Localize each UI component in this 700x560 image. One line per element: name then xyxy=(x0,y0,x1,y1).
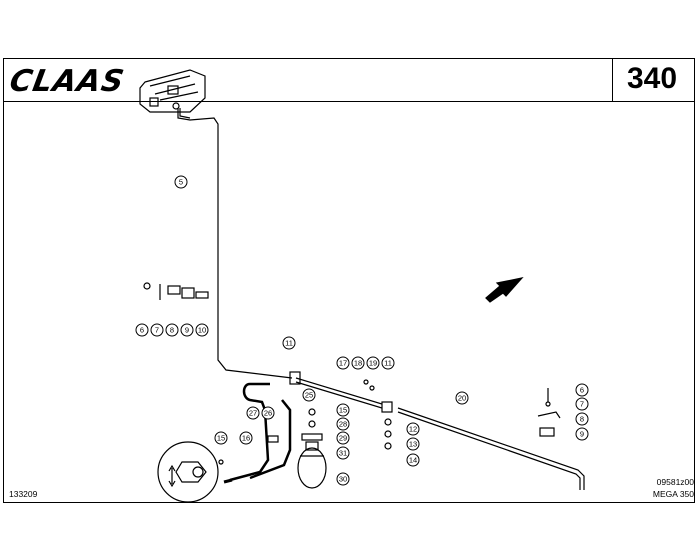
document-code: 133209 xyxy=(9,489,38,499)
svg-text:18: 18 xyxy=(354,359,362,368)
svg-text:13: 13 xyxy=(409,440,417,449)
callout-13: 13 xyxy=(406,437,420,451)
callout-16: 16 xyxy=(239,431,253,445)
hose-27 xyxy=(229,382,270,482)
svg-text:31: 31 xyxy=(339,449,347,458)
inset-detail xyxy=(157,441,219,503)
drawing-frame xyxy=(3,58,695,503)
svg-text:11: 11 xyxy=(285,339,293,348)
callout-7b: 7 xyxy=(575,397,589,411)
callout-6b: 6 xyxy=(575,383,589,397)
figure-code: 09581z00 xyxy=(656,477,694,487)
callout-7a: 7 xyxy=(150,323,164,337)
callout-27: 27 xyxy=(246,406,260,420)
valve-block xyxy=(139,69,206,113)
svg-text:15: 15 xyxy=(217,434,225,443)
svg-text:14: 14 xyxy=(409,456,417,465)
direction-arrow xyxy=(485,277,524,303)
callout-10: 10 xyxy=(195,323,209,337)
svg-text:17: 17 xyxy=(339,359,347,368)
callout-28: 28 xyxy=(336,417,350,431)
callout-15b: 15 xyxy=(214,431,228,445)
callout-6a: 6 xyxy=(135,323,149,337)
svg-text:8: 8 xyxy=(170,326,174,335)
svg-text:28: 28 xyxy=(339,420,347,429)
svg-text:6: 6 xyxy=(140,326,144,335)
callout-8a: 8 xyxy=(165,323,179,337)
accumulator xyxy=(297,433,327,489)
model-name: MEGA 350 xyxy=(652,489,694,499)
callout-5: 5 xyxy=(174,175,188,189)
svg-text:30: 30 xyxy=(339,475,347,484)
callout-11a: 11 xyxy=(282,336,296,350)
callout-11b: 11 xyxy=(381,356,395,370)
header-divider xyxy=(3,101,695,102)
svg-text:25: 25 xyxy=(305,391,313,400)
svg-text:10: 10 xyxy=(198,326,206,335)
svg-text:12: 12 xyxy=(409,425,417,434)
svg-text:7: 7 xyxy=(155,326,159,335)
callout-31: 31 xyxy=(336,446,350,460)
callout-18: 18 xyxy=(351,356,365,370)
svg-text:15: 15 xyxy=(339,406,347,415)
callout-8b: 8 xyxy=(575,412,589,426)
svg-text:26: 26 xyxy=(264,409,272,418)
svg-text:6: 6 xyxy=(580,386,584,395)
callout-9a: 9 xyxy=(180,323,194,337)
callout-12: 12 xyxy=(406,422,420,436)
svg-text:20: 20 xyxy=(458,394,466,403)
pipe-17 xyxy=(295,377,383,405)
callout-15a: 15 xyxy=(336,403,350,417)
callout-25: 25 xyxy=(302,388,316,402)
svg-text:16: 16 xyxy=(242,434,250,443)
svg-text:27: 27 xyxy=(249,409,257,418)
callout-26: 26 xyxy=(261,406,275,420)
pipe-20 xyxy=(397,407,585,490)
callout-20: 20 xyxy=(455,391,469,405)
svg-text:8: 8 xyxy=(580,415,584,424)
callout-14: 14 xyxy=(406,453,420,467)
page-number-divider xyxy=(612,58,613,101)
svg-text:29: 29 xyxy=(339,434,347,443)
callout-29: 29 xyxy=(336,431,350,445)
svg-text:7: 7 xyxy=(580,400,584,409)
svg-text:9: 9 xyxy=(580,430,584,439)
svg-text:5: 5 xyxy=(179,178,183,187)
pipe-5 xyxy=(177,108,293,379)
svg-text:11: 11 xyxy=(384,359,392,368)
callout-19: 19 xyxy=(366,356,380,370)
callout-30: 30 xyxy=(336,472,350,486)
callout-9b: 9 xyxy=(575,427,589,441)
svg-text:19: 19 xyxy=(369,359,377,368)
page-number: 340 xyxy=(626,62,678,95)
svg-text:9: 9 xyxy=(185,326,189,335)
callout-17: 17 xyxy=(336,356,350,370)
hose-16 xyxy=(249,399,292,480)
